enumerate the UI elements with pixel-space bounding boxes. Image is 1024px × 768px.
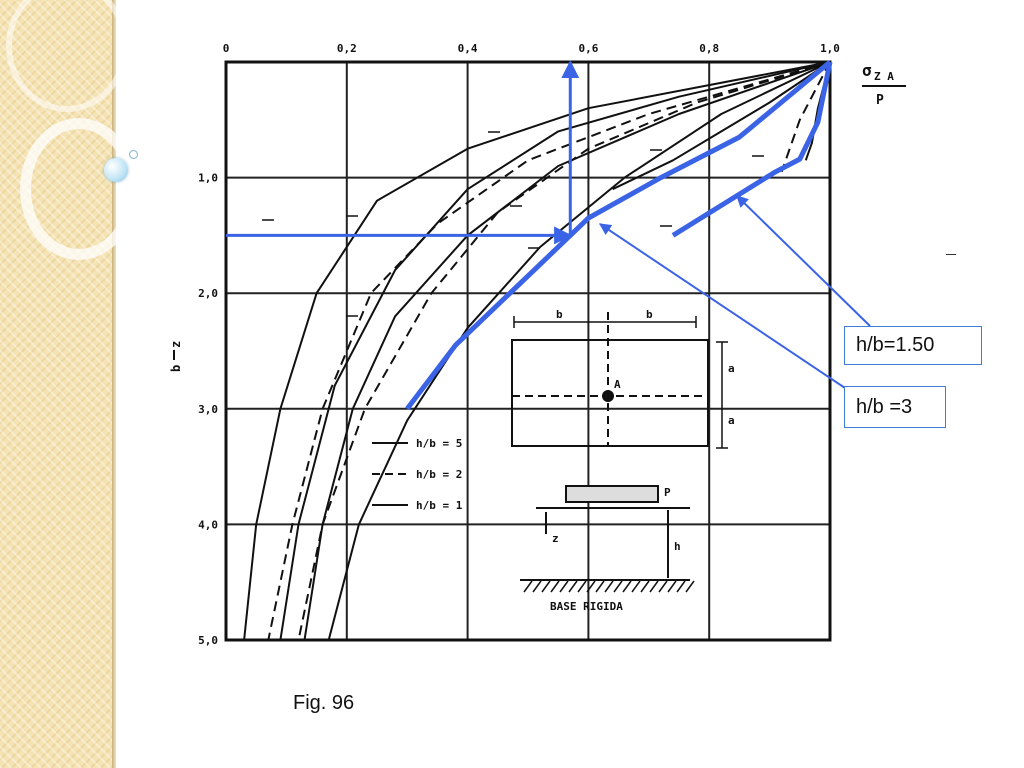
series-line-5 (297, 61, 831, 641)
series-line-3 (303, 61, 831, 641)
stray-dash-mark (946, 254, 956, 255)
section-letters: P z h BASE RIGIDA (550, 486, 681, 613)
point-a-marker (602, 390, 614, 402)
hatch-stroke (667, 580, 677, 593)
x-axis-label: σ Z A P (862, 61, 906, 108)
callout-hb-3: h/b =3 (844, 386, 946, 428)
svg-text:σ: σ (862, 61, 872, 80)
hatch-stroke (649, 580, 659, 593)
svg-text:a: a (728, 362, 735, 375)
y-tick-label: 2,0 (198, 287, 218, 300)
chart-series (243, 61, 831, 641)
x-tick-label: 0,6 (578, 42, 598, 55)
series-line-1 (243, 61, 831, 641)
callout-hb-1-50-label: h/b=1.50 (856, 334, 935, 356)
decorative-bubble (104, 158, 128, 182)
y-tick-label: 1,0 (198, 172, 218, 185)
svg-text:P: P (664, 486, 671, 499)
svg-text:BASE RIGIDA: BASE RIGIDA (550, 600, 623, 613)
svg-text:h/b = 1: h/b = 1 (416, 499, 463, 512)
series-line-8 (780, 61, 831, 173)
svg-text:a: a (728, 414, 735, 427)
svg-text:Z A: Z A (874, 70, 894, 83)
y-axis-label: b z (169, 341, 183, 372)
hatch-stroke (622, 580, 632, 593)
decorative-bubble-small (129, 150, 138, 159)
figure-caption: Fig. 96 (293, 692, 355, 714)
x-tick-label: 0,8 (699, 42, 719, 55)
y-tick-label: 5,0 (198, 634, 218, 647)
series-line-6 (327, 61, 831, 641)
svg-text:A: A (614, 378, 621, 391)
callout-arrow-hb150 (736, 195, 871, 327)
svg-text:z: z (169, 341, 183, 348)
hatch-stroke (541, 580, 551, 593)
hatch-stroke (685, 580, 695, 593)
plan-view-diagram (511, 312, 728, 449)
hatch-stroke (631, 580, 641, 593)
svg-text:h/b = 5: h/b = 5 (416, 437, 462, 450)
decorative-ring-top (6, 0, 128, 112)
hatch-stroke (658, 580, 668, 593)
hatch-stroke (586, 580, 596, 593)
hatch-stroke (577, 580, 587, 593)
svg-text:b: b (646, 308, 653, 321)
callout-arrow-hb3 (599, 223, 849, 391)
chart-frame (224, 60, 832, 642)
hatch-stroke (676, 580, 686, 593)
hatch-stroke (559, 580, 569, 593)
x-tick-label: 1,0 (820, 42, 840, 55)
svg-text:h/b = 2: h/b = 2 (416, 468, 462, 481)
callout-hb-3-label: h/b =3 (856, 395, 913, 418)
svg-text:z: z (552, 532, 559, 545)
decorative-ring-large (20, 118, 138, 260)
highlight-curve-2 (671, 61, 833, 238)
series-line-2 (267, 61, 831, 641)
hatch-stroke (550, 580, 560, 593)
callout-hb-1-50: h/b=1.50 (844, 326, 982, 365)
svg-text:b: b (556, 308, 563, 321)
plan-view-letters: b b a a A (556, 308, 735, 427)
series-line-7 (612, 61, 831, 191)
hatch-stroke (604, 580, 614, 593)
x-tick-labels: 0 0,2 0,4 0,6 0,8 1,0 (223, 42, 840, 55)
y-tick-label: 3,0 (198, 403, 218, 416)
highlight-curves (226, 60, 833, 411)
hatch-stroke (532, 580, 542, 593)
series-line-4 (279, 61, 831, 641)
hatch-stroke (568, 580, 578, 593)
chart-grid (226, 62, 830, 640)
x-tick-label: 0,2 (337, 42, 357, 55)
svg-text:h: h (674, 540, 681, 553)
y-tick-labels: 1,0 2,0 3,0 4,0 5,0 (198, 172, 218, 647)
y-tick-label: 4,0 (198, 518, 218, 531)
sidebar-edge (112, 0, 116, 768)
plot-frame (224, 60, 832, 642)
x-tick-label: 0,4 (458, 42, 478, 55)
section-hatch (523, 580, 695, 593)
chart-legend: h/b = 5 h/b = 2 h/b = 1 (372, 437, 463, 512)
x-tick-label: 0 (223, 42, 230, 55)
hatch-stroke (613, 580, 623, 593)
highlight-curve-1 (405, 60, 832, 411)
hatch-stroke (523, 580, 533, 593)
svg-text:P: P (876, 93, 884, 108)
hatch-stroke (640, 580, 650, 593)
svg-text:b: b (169, 365, 183, 372)
hatch-stroke (595, 580, 605, 593)
section-diagram (520, 485, 690, 581)
chart-annotations (262, 131, 764, 317)
